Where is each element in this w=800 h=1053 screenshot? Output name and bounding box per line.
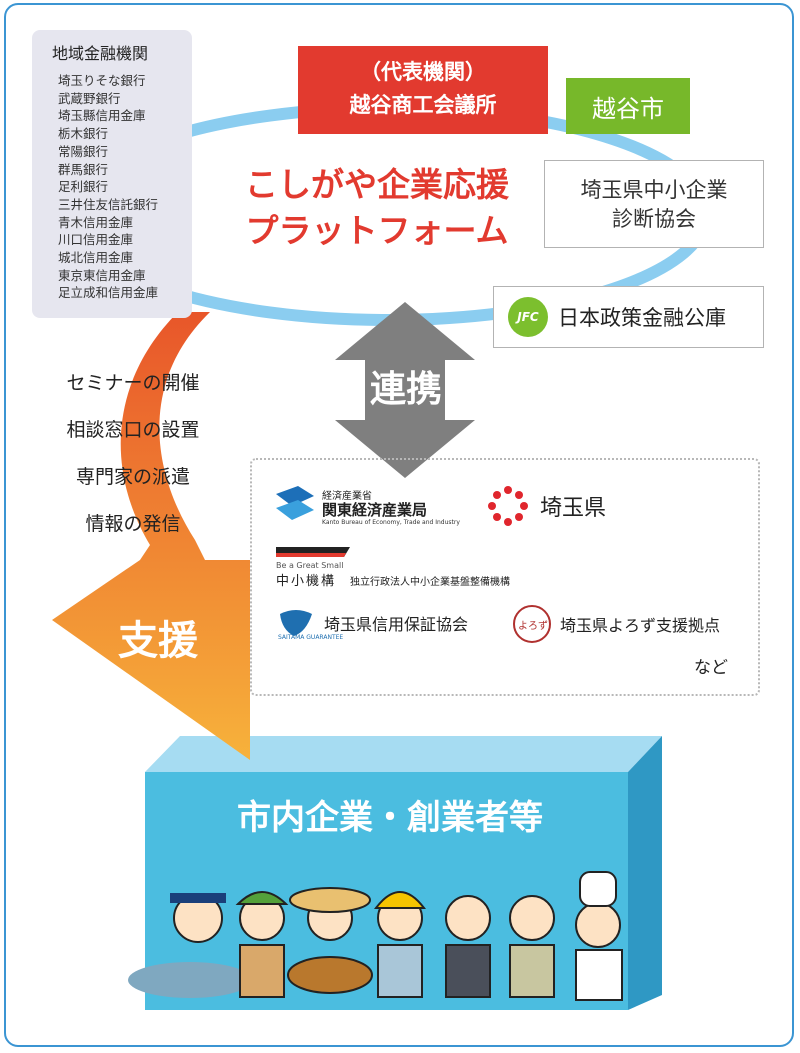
smrj: Be a Great Small 中小機構 独立行政法人中小企業基盤整備機構 [276,542,510,589]
sme-diagnosis-box: 埼玉県中小企業 診断協会 [544,160,764,248]
yorozu-support: よろず 埼玉県よろず支援拠点 [512,604,720,644]
smrj-logo-icon [276,547,350,557]
yorozu-logo-icon [513,605,551,643]
etc-label: など [694,658,728,678]
yorozu-name: 埼玉県よろず支援拠点 [560,616,721,635]
bank-item: 東京東信用金庫 [58,267,146,283]
kanto-sub: 経済産業省 [322,490,372,502]
banks-list: 埼玉りそな銀行 武蔵野銀行 埼玉縣信用金庫 栃木銀行 常陽銀行 群馬銀行 足利銀… [50,72,184,302]
lead-label: （代表機関） [360,60,486,84]
kanto-main: 関東経済産業局 [322,500,428,519]
kanto-logo-icon [276,486,314,520]
partners-box: 経済産業省 関東経済産業局 Kanto Bureau of Economy, T… [250,458,760,696]
activity-item: 専門家の派遣 [75,466,190,488]
lead-name: 越谷商工会議所 [349,93,497,117]
activity-item: 情報の発信 [85,513,181,535]
yorozu-logo-text: よろず [518,621,548,632]
smec-line2: 診断協会 [612,207,696,231]
platform-line1: こしがや企業応援 [245,165,509,204]
platform-title: こしがや企業応援 プラットフォーム [212,162,542,254]
target-box-top [145,736,662,772]
saitama-pref: 埼玉県 [486,484,606,528]
bank-item: 足立成和信用金庫 [58,285,159,301]
target-box-side [628,736,662,1010]
jfc-logo-icon: JFC [508,297,548,337]
guarantee-logo-icon [280,610,312,636]
kanto-bureau: 経済産業省 関東経済産業局 Kanto Bureau of Economy, T… [276,486,460,526]
bank-item: 群馬銀行 [58,161,109,177]
smrj-logo: 中小機構 [276,574,337,589]
link-arrow [335,302,475,478]
city-box: 越谷市 [566,78,690,134]
regional-banks-box: 地域金融機関 埼玉りそな銀行 武蔵野銀行 埼玉縣信用金庫 栃木銀行 常陽銀行 群… [32,30,192,318]
bank-item: 埼玉縣信用金庫 [58,108,146,124]
bank-item: 川口信用金庫 [58,232,134,248]
platform-line2: プラットフォーム [245,211,509,250]
bank-item: 三井住友信託銀行 [58,196,159,212]
target-title: 市内企業・創業者等 [237,798,543,838]
lead-organization-box: （代表機関） 越谷商工会議所 [298,46,548,134]
bank-item: 武蔵野銀行 [58,90,121,106]
link-label: 連携 [369,369,442,410]
support-activities: セミナーの開催 相談窓口の設置 専門家の派遣 情報の発信 [28,360,238,548]
bank-item: 埼玉りそな銀行 [58,73,146,88]
bank-item: 足利銀行 [58,179,109,195]
guarantee-logo-text: SAITAMA GUARANTEE [278,634,344,641]
bank-item: 常陽銀行 [58,143,109,159]
activity-item: 相談窓口の設置 [66,419,200,441]
smrj-tagline: Be a Great Small [276,561,344,570]
support-arrow [52,312,250,760]
support-label: 支援 [118,618,198,664]
bank-item: 城北信用金庫 [58,250,134,266]
bank-item: 栃木銀行 [58,126,109,142]
kanto-en: Kanto Bureau of Economy, Trade and Indus… [322,518,460,526]
banks-title: 地域金融機関 [52,44,149,63]
smec-line1: 埼玉県中小企業 [580,178,728,202]
saitama-pref-emblem-icon [488,486,528,526]
jfc-box: JFC 日本政策金融公庫 [493,286,764,348]
jfc-name: 日本政策金融公庫 [558,306,726,330]
saitama-pref-name: 埼玉県 [540,496,607,521]
guarantee-name: 埼玉県信用保証協会 [324,615,469,634]
bank-item: 青木信用金庫 [58,214,134,230]
workers-illustration [128,871,623,1001]
activity-item: セミナーの開催 [66,372,200,394]
smrj-org: 独立行政法人中小企業基盤整備機構 [350,577,511,588]
credit-guarantee: SAITAMA GUARANTEE 埼玉県信用保証協会 [276,606,469,641]
